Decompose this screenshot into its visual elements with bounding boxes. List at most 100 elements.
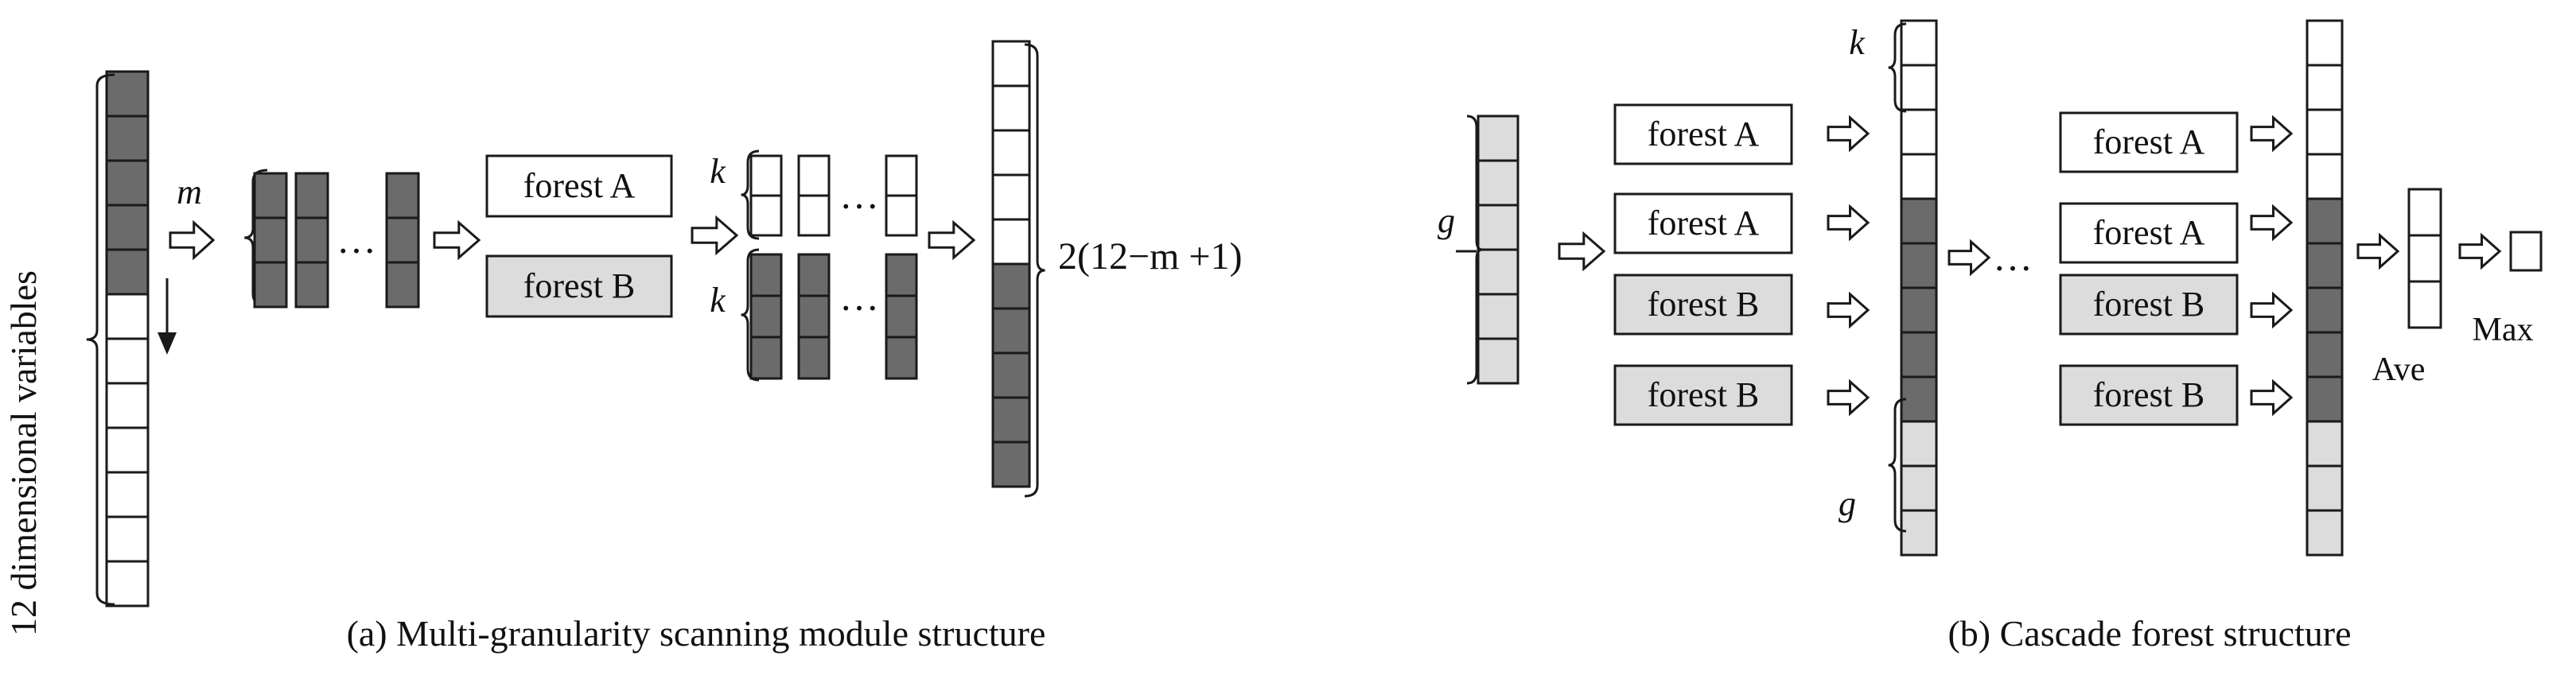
g-label-cascade: g <box>1839 484 1856 523</box>
input-column-cell <box>105 293 150 340</box>
input-column-cell <box>105 471 150 518</box>
forest-a-box-a: forest A <box>485 154 673 218</box>
final-vector-column-cell <box>2306 375 2344 423</box>
output-vector-column-cell <box>991 40 1031 87</box>
output-vector-column-cell <box>991 218 1031 266</box>
forest-b-label: forest B <box>1648 285 1760 324</box>
hollow-arrow-icon <box>1827 291 1870 329</box>
final-vector-column-cell <box>2306 153 2344 200</box>
hollow-arrow-icon <box>2250 378 2294 417</box>
hollow-arrow-icon <box>1558 231 1606 272</box>
forest-a-label: forest A <box>2093 213 2205 252</box>
window-column-cell <box>385 216 420 264</box>
window-column-cell <box>385 261 420 309</box>
output-vector-column-cell <box>991 84 1031 132</box>
forest-b-box-b1: forest B <box>1613 274 1793 336</box>
ellipsis-a-top: … <box>839 173 879 217</box>
shape-layer <box>86 19 2543 607</box>
input-brace-icon <box>86 73 115 606</box>
forest-a-label: forest A <box>1648 204 1760 243</box>
final-vector-column-cell <box>2306 509 2344 557</box>
output-vector-column-cell <box>991 129 1031 177</box>
forest-b-label: forest B <box>1648 375 1760 414</box>
output-vector-column-cell <box>991 173 1031 221</box>
down-arrow-head-icon <box>158 332 177 355</box>
output-vector-column-cell <box>991 262 1031 310</box>
cascade-vector-column-cell <box>1900 464 1938 512</box>
average-vector-column-cell <box>2407 234 2442 283</box>
g-brace-input-icon <box>1466 114 1483 385</box>
class-vector-b-column-cell <box>885 253 918 297</box>
g-brace-cascade-icon <box>1888 398 1907 533</box>
input-column-cell <box>105 248 150 296</box>
hollow-arrow-icon <box>2458 232 2502 270</box>
forest-a-box-b1: forest A <box>1613 103 1793 165</box>
class-vector-b-column-cell <box>749 253 783 297</box>
window-column-cell <box>294 216 329 264</box>
hollow-arrow-icon <box>169 219 216 261</box>
class-vector-b-column-cell <box>797 294 831 339</box>
k-brace-cascade-icon <box>1888 22 1907 113</box>
final-vector-column-cell <box>2306 331 2344 378</box>
forest-a-box-b4: forest A <box>2059 202 2239 264</box>
class-vector-b-column-cell <box>797 336 831 380</box>
cascade-vector-column-cell <box>1900 64 1938 111</box>
final-vector-column-cell <box>2306 464 2344 512</box>
forest-a-box-b2: forest A <box>1613 192 1793 254</box>
class-vector-a-column-cell <box>797 194 831 237</box>
output-count-label: 2(12−m +1) <box>1058 235 1242 278</box>
output-brace-icon <box>1024 43 1045 498</box>
forest-b-box-b4: forest B <box>2059 364 2239 426</box>
window-column-cell <box>294 172 329 219</box>
hollow-arrow-icon <box>2250 114 2294 153</box>
class-vector-b-column-cell <box>885 336 918 380</box>
window-column-cell <box>385 172 420 219</box>
input-column-cell <box>105 159 150 207</box>
k-label-top: k <box>710 152 726 191</box>
hollow-arrow-icon <box>2250 204 2294 242</box>
input-column-cell <box>105 204 150 251</box>
forest-b-box-b2: forest B <box>1613 364 1793 426</box>
output-vector-column-cell <box>991 396 1031 444</box>
input-vector-column-cell <box>1477 204 1520 251</box>
hollow-arrow-icon <box>691 215 739 256</box>
average-label: Ave <box>2372 351 2426 388</box>
final-vector-column-cell <box>2306 108 2344 156</box>
window-column-cell <box>294 261 329 309</box>
class-vector-b-column-cell <box>885 294 918 339</box>
hollow-arrow-icon <box>1827 114 1870 153</box>
k-label-cascade: k <box>1849 23 1866 62</box>
cascade-vector-column-cell <box>1900 242 1938 289</box>
final-vector-column-cell <box>2306 19 2344 67</box>
hollow-arrow-icon <box>2356 232 2400 270</box>
average-vector-column-cell <box>2407 280 2442 329</box>
forest-a-label: forest A <box>2093 122 2205 161</box>
caption-b: (b) Cascade forest structure <box>1948 613 2351 654</box>
cascade-vector-column-cell <box>1900 108 1938 156</box>
cascade-vector-column-cell <box>1900 19 1938 67</box>
window-column-cell <box>253 261 288 309</box>
input-vector-column-cell <box>1477 159 1520 207</box>
forest-b-box-b3: forest B <box>2059 274 2239 336</box>
input-column-cell <box>105 114 150 162</box>
output-vector-column-cell <box>991 307 1031 355</box>
k-label-bottom: k <box>710 281 726 320</box>
cascade-vector-column-cell <box>1900 420 1938 468</box>
max-output-cell <box>2509 231 2543 272</box>
input-column-cell <box>105 337 150 385</box>
average-vector-column-cell <box>2407 188 2442 237</box>
max-label: Max <box>2473 312 2534 348</box>
cascade-vector-column-cell <box>1900 331 1938 378</box>
input-column-cell <box>105 382 150 429</box>
cascade-vector-column-cell <box>1900 286 1938 334</box>
class-vector-b-column-cell <box>749 294 783 339</box>
window-column-cell <box>253 172 288 219</box>
window-size-label: m <box>177 173 202 212</box>
hollow-arrow-icon <box>928 219 976 261</box>
input-column-cell <box>105 560 150 607</box>
input-vector-column-cell <box>1477 114 1520 162</box>
cascade-vector-column-cell <box>1900 197 1938 245</box>
output-vector-column-cell <box>991 351 1031 399</box>
